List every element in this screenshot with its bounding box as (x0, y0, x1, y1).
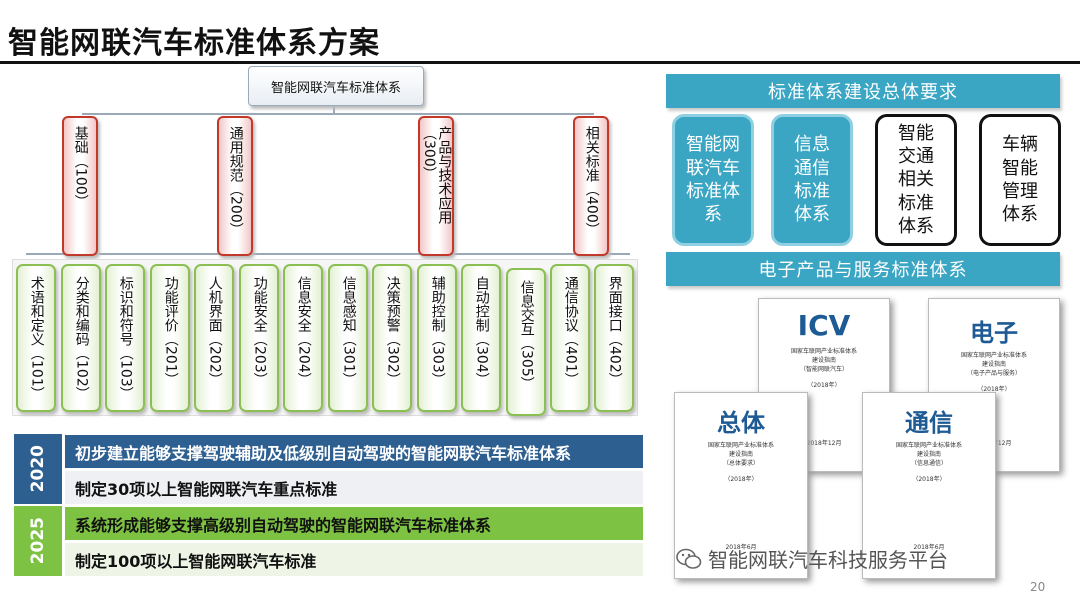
doc-line: 2018年12月 (806, 440, 842, 447)
leaf-label: 信息感知（301） (340, 276, 357, 387)
electronic-products-bar: 电子产品与服务标准体系 (666, 252, 1060, 286)
doc-overall-guide: 总体 国家车联网产业标准体系 建设指南 （总体要求） （2018年） 2018年… (674, 392, 808, 579)
watermark-text: 智能网联汽车科技服务平台 (708, 548, 948, 572)
page-number: 20 (1030, 580, 1046, 594)
year-2025: 2025 (14, 506, 62, 576)
leaf-label: 通信协议（401） (562, 276, 579, 387)
goal-text: 初步建立能够支撑驾驶辅助及低级别自动驾驶的智能网联汽车标准体系 (75, 443, 572, 463)
box-vehicle-management: 车辆智能管理体系 (979, 114, 1061, 246)
overall-requirements-bar: 标准体系建设总体要求 (666, 74, 1060, 108)
doc-title: 总体 (717, 409, 765, 437)
doc-title: 电子 (970, 319, 1018, 347)
box-label: 智能网联汽车标准体系 (686, 134, 740, 226)
leaf-label: 功能评价（201） (162, 276, 179, 387)
category-label: 通用规范（200） (227, 126, 244, 237)
connector (82, 113, 594, 115)
doc-line: （总体要求） (722, 460, 759, 467)
box-label: 智能交通相关标准体系 (898, 122, 934, 238)
doc-line: 2018年6月 (913, 544, 945, 551)
doc-line: （信息通信） (910, 460, 947, 467)
leaf-label: 辅助控制（303） (429, 276, 446, 387)
target-row-2025: 制定100项以上智能网联汽车标准 (65, 543, 643, 576)
leaf-label: 术语和定义（101） (28, 276, 45, 401)
leaf-item: 辅助控制（303） (417, 264, 457, 412)
connector (26, 253, 630, 255)
doc-line: （2018年） (912, 476, 946, 483)
category-basic: 基础（100） (62, 116, 98, 256)
leaf-item: 决策预警（302） (372, 264, 412, 412)
doc-line: 国家车联网产业标准体系 (707, 442, 774, 449)
leaf-item: 信息安全（204） (283, 264, 323, 412)
category-related: 相关标准（400） (573, 116, 609, 256)
leaf-item: 界面接口（402） (594, 264, 634, 412)
doc-line: （2018年） (977, 386, 1011, 393)
leaf-item: 信息感知（301） (328, 264, 368, 412)
category-product-tech: 产品与技术应用（300） (418, 116, 454, 256)
tree-root: 智能网联汽车标准体系 (248, 66, 424, 106)
box-label: 信息通信标准体系 (794, 134, 830, 226)
leaf-label: 自动控制（304） (473, 276, 490, 387)
target-row-2020: 制定30项以上智能网联汽车重点标准 (65, 471, 643, 504)
doc-line: 建设指南 (916, 451, 941, 458)
leaf-item: 人机界面（202） (194, 264, 234, 412)
leaf-label: 信息交互（305） (518, 280, 535, 391)
title-divider (0, 61, 1080, 64)
year-label: 2020 (28, 445, 48, 493)
category-label: 产品与技术应用（300） (421, 126, 453, 224)
target-text: 制定30项以上智能网联汽车重点标准 (75, 479, 338, 499)
goal-text: 系统形成能够支撑高级别自动驾驶的智能网联汽车标准体系 (75, 515, 492, 535)
leaf-item: 自动控制（304） (461, 264, 501, 412)
box-icv-standards: 智能网联汽车标准体系 (672, 114, 754, 246)
year-label: 2025 (28, 517, 48, 565)
doc-line: 国家车联网产业标准体系 (960, 352, 1027, 359)
leaf-item: 功能安全（203） (239, 264, 279, 412)
leaf-item: 功能评价（201） (150, 264, 190, 412)
doc-line: 国家车联网产业标准体系 (895, 442, 962, 449)
doc-comm-guide: 通信 国家车联网产业标准体系 建设指南 （信息通信） （2018年） 2018年… (862, 392, 996, 579)
leaf-label: 人机界面（202） (206, 276, 223, 387)
goal-row-2025: 系统形成能够支撑高级别自动驾驶的智能网联汽车标准体系 (65, 507, 643, 540)
box-label: 车辆智能管理体系 (1002, 134, 1038, 226)
doc-line: 国家车联网产业标准体系 (790, 348, 857, 355)
goal-row-2020: 初步建立能够支撑驾驶辅助及低级别自动驾驶的智能网联汽车标准体系 (65, 435, 643, 468)
doc-line: （2018年） (724, 476, 758, 483)
doc-line: （智能网联汽车） (799, 366, 848, 373)
leaf-label: 界面接口（402） (606, 276, 623, 387)
watermark: 智能网联汽车科技服务平台 (676, 544, 948, 573)
leaf-label: 信息安全（204） (295, 276, 312, 387)
doc-title: 通信 (905, 409, 953, 437)
category-label: 基础（100） (72, 126, 89, 209)
leaf-item: 分类和编码（102） (61, 264, 101, 412)
doc-title: ICV (797, 309, 851, 342)
leaf-label: 分类和编码（102） (73, 276, 90, 401)
category-general: 通用规范（200） (217, 116, 253, 256)
category-label: 相关标准（400） (583, 126, 600, 237)
leaf-label: 决策预警（302） (384, 276, 401, 387)
doc-line: 建设指南 (981, 361, 1006, 368)
leaf-item: 信息交互（305） (506, 268, 546, 416)
leaf-item: 标识和符号（103） (105, 264, 145, 412)
doc-line: 建设指南 (811, 357, 836, 364)
leaf-label: 标识和符号（103） (117, 276, 134, 401)
doc-line: 2018年6月 (725, 544, 757, 551)
wechat-icon (676, 548, 702, 569)
box-its-standards: 智能交通相关标准体系 (875, 114, 957, 246)
box-info-comm-standards: 信息通信标准体系 (771, 114, 853, 246)
leaf-label: 功能安全（203） (251, 276, 268, 387)
doc-line: 建设指南 (728, 451, 753, 458)
year-2020: 2020 (14, 434, 62, 504)
leaf-item: 通信协议（401） (550, 264, 590, 412)
page-title: 智能网联汽车标准体系方案 (8, 26, 380, 61)
doc-line: （2018年） (807, 382, 841, 389)
target-text: 制定100项以上智能网联汽车标准 (75, 551, 317, 571)
doc-line: （电子产品与服务） (966, 370, 1021, 377)
leaf-item: 术语和定义（101） (16, 264, 56, 412)
connector (333, 104, 335, 114)
